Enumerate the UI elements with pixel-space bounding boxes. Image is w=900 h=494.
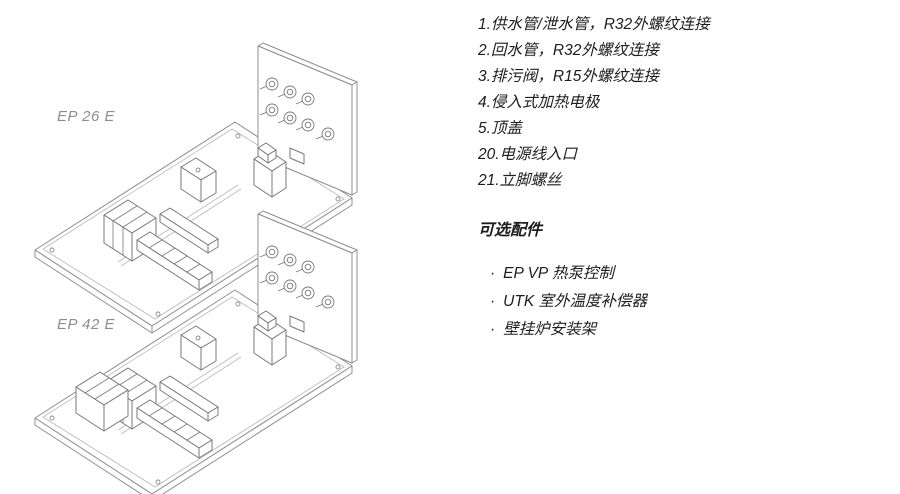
ep-42-e-extra-breaker (75, 371, 129, 432)
accessory-label: UTK 室外温度补偿器 (503, 293, 647, 310)
part-item-1: 1.供水管/泄水管，R32外螺纹连接 (478, 16, 710, 33)
part-item-3: 3.排污阀，R15外螺纹连接 (478, 68, 659, 85)
part-item-4: 4.侵入式加热电极 (478, 94, 600, 111)
model-label-ep-42-e: EP 42 E (57, 316, 115, 333)
diagram-area: EP 26 E EP 42 E (0, 0, 470, 494)
bullet-icon: · (490, 293, 496, 310)
part-item-20: 20.电源线入口 (478, 146, 578, 163)
model-label-ep-26-e: EP 26 E (57, 108, 115, 125)
accessories-list: · EP VP 热泵控制 · UTK 室外温度补偿器 · 壁挂炉安装架 (478, 260, 890, 344)
part-item-5: 5.顶盖 (478, 120, 522, 137)
accessory-item: · EP VP 热泵控制 (478, 260, 890, 288)
part-item-2: 2.回水管，R32外螺纹连接 (478, 42, 659, 59)
accessories-title: 可选配件 (478, 222, 543, 239)
bullet-icon: · (490, 265, 496, 282)
part-item-21: 21.立脚螺丝 (478, 172, 562, 189)
legend-column: 1.供水管/泄水管，R32外螺纹连接 2.回水管，R32外螺纹连接 3.排污阀，… (478, 12, 890, 344)
accessory-label: EP VP 热泵控制 (503, 265, 614, 282)
accessory-item: · 壁挂炉安装架 (478, 316, 890, 344)
accessory-item: · UTK 室外温度补偿器 (478, 288, 890, 316)
accessory-label: 壁挂炉安装架 (503, 321, 597, 338)
isometric-diagrams (0, 0, 470, 494)
bullet-icon: · (490, 321, 496, 338)
